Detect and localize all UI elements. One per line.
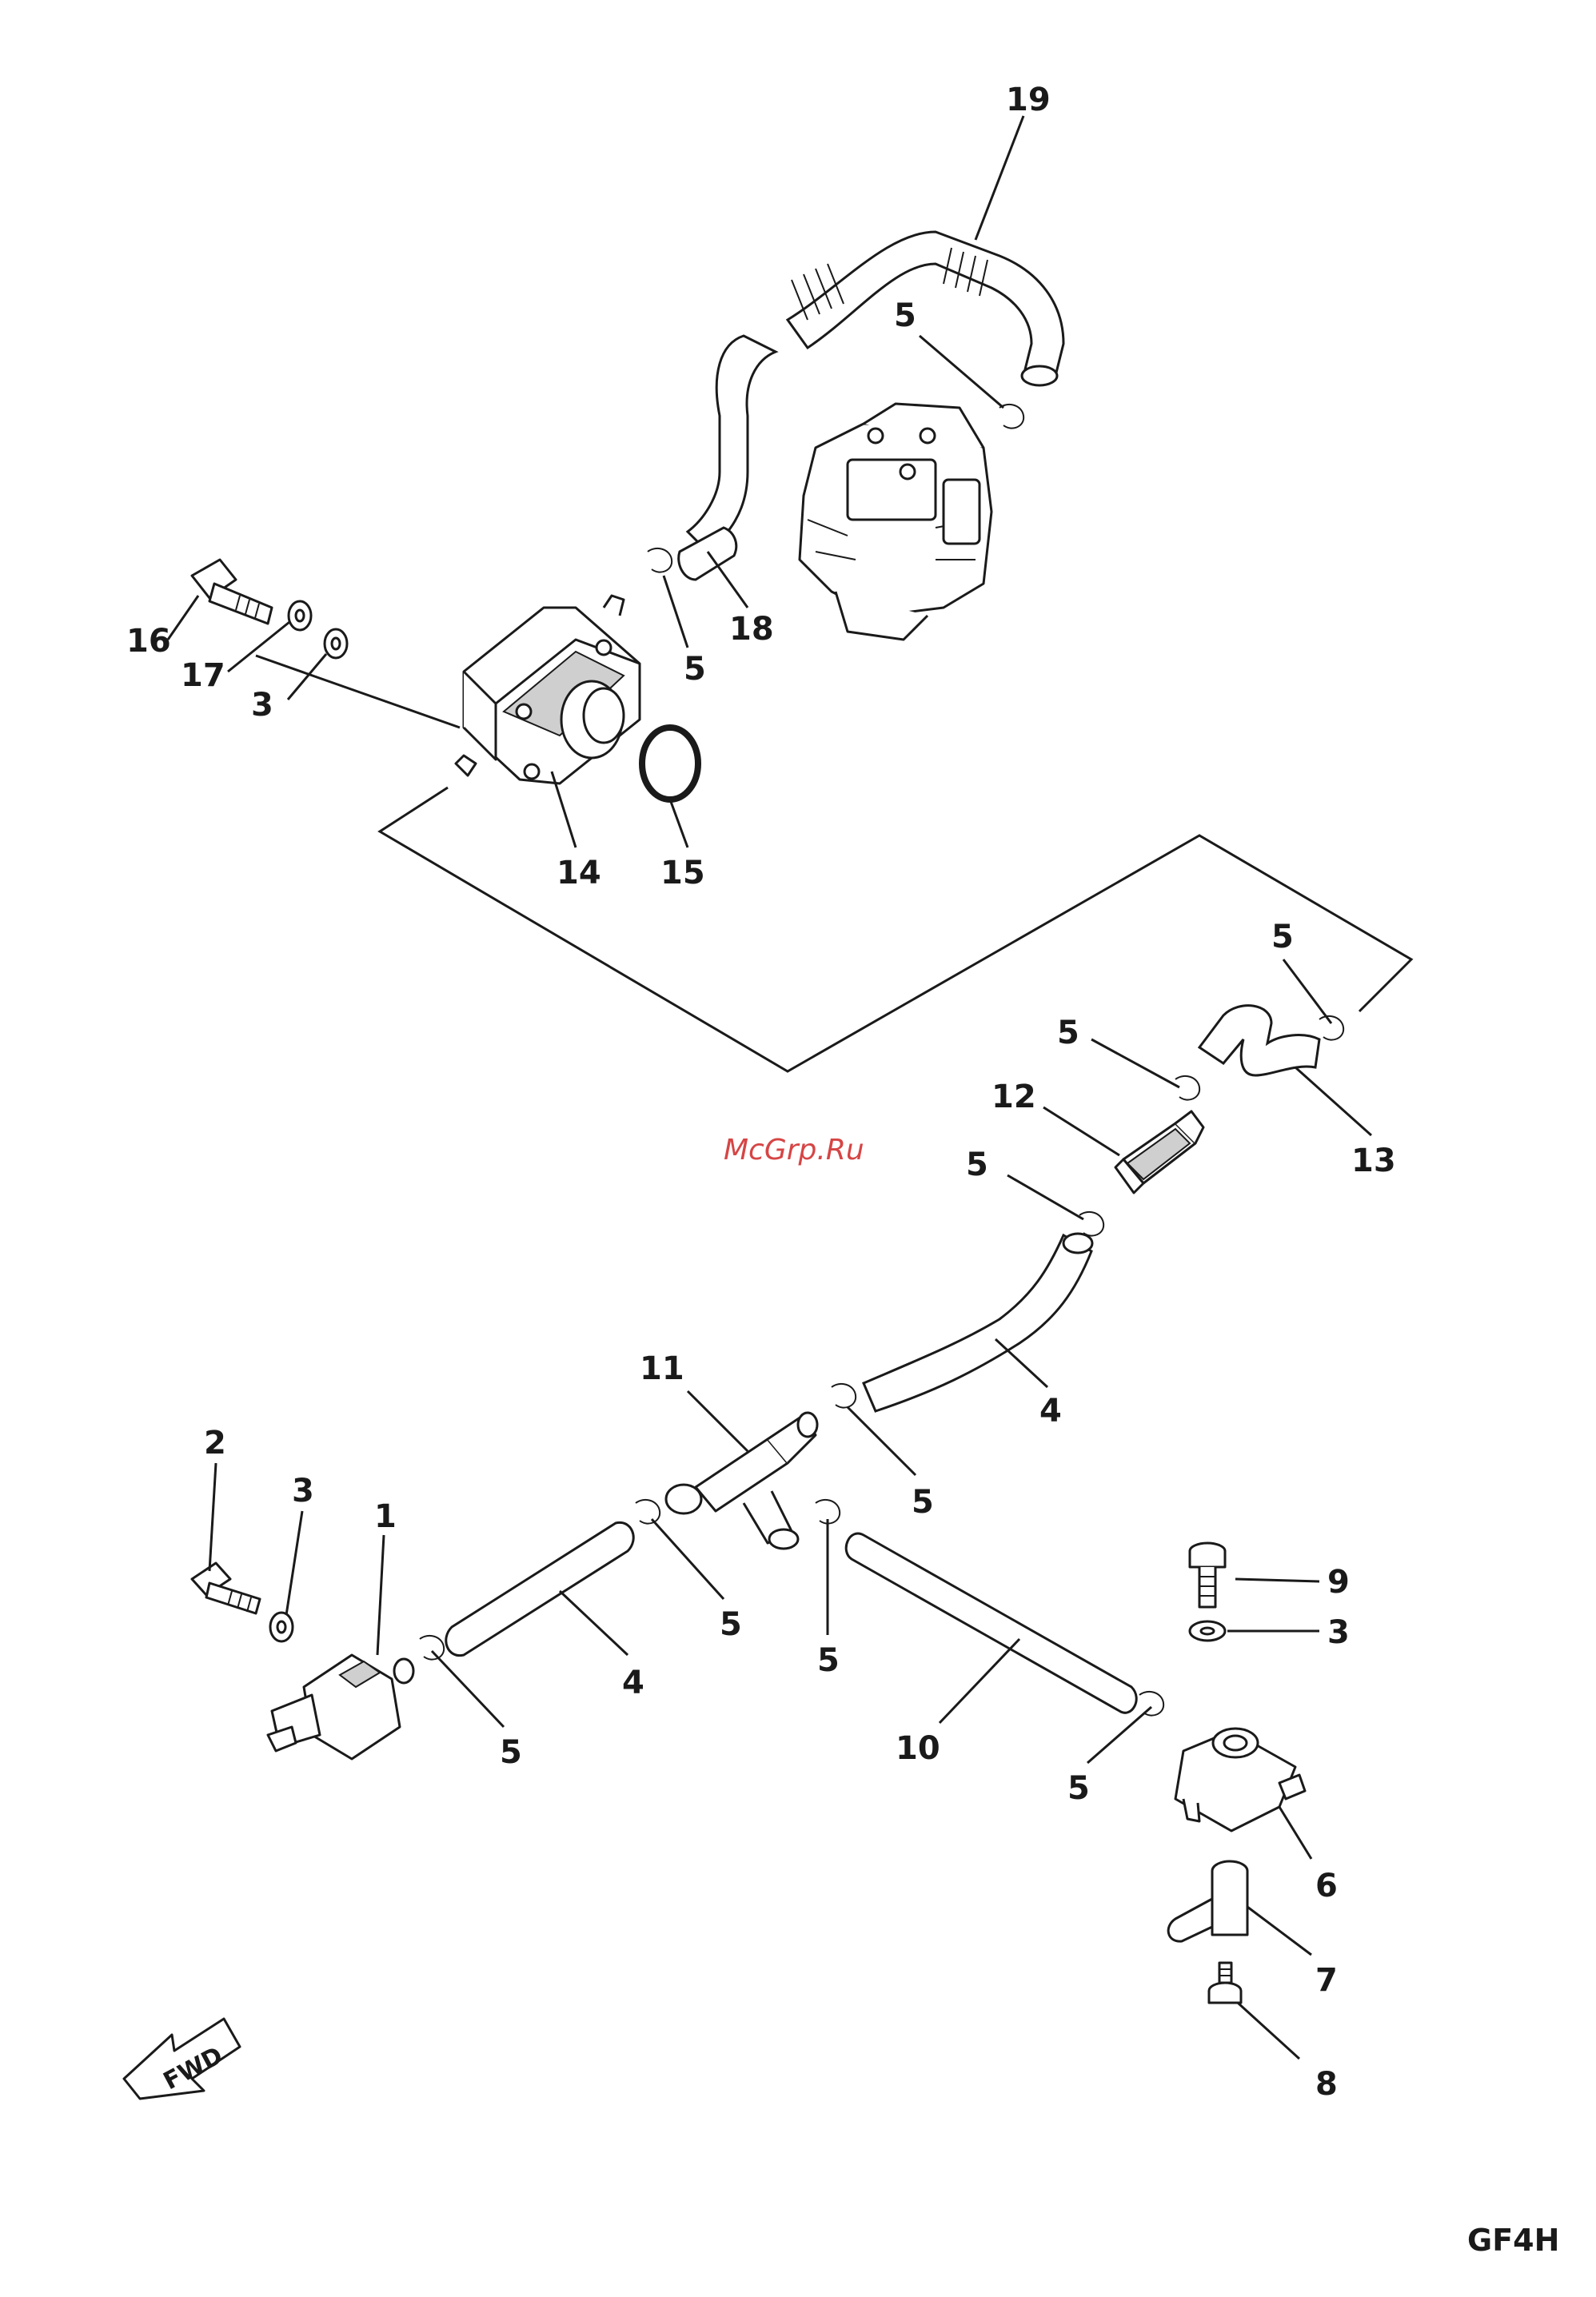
callout-5-pump: 5	[684, 651, 706, 688]
callout-16: 16	[126, 623, 171, 660]
callout-5-left: 5	[500, 1734, 522, 1771]
callout-1: 1	[374, 1498, 397, 1535]
callout-8: 8	[1315, 2066, 1338, 2103]
fuel-hose-4-upper	[864, 1234, 1092, 1411]
washer-3-pump	[325, 629, 347, 658]
screw-9	[1190, 1543, 1225, 1607]
hose-clip-5-tee-right	[832, 1384, 856, 1408]
callout-3-left: 3	[292, 1473, 314, 1509]
hose-clip-5-right	[1319, 1016, 1343, 1040]
washer-17	[289, 601, 311, 630]
callout-19: 19	[1006, 82, 1051, 118]
washer-3-right	[1190, 1621, 1225, 1641]
callout-3-right: 3	[1327, 1614, 1350, 1651]
bolt-2	[192, 1563, 260, 1613]
callout-13: 13	[1351, 1143, 1396, 1179]
callout-15: 15	[660, 855, 705, 891]
callout-5-tee-bottom: 5	[817, 1642, 840, 1679]
callout-10: 10	[896, 1730, 940, 1767]
hose-clip-5-tee-left	[636, 1500, 660, 1524]
fwd-arrow-icon: FWD	[124, 2019, 240, 2099]
callout-5-tee-left: 5	[720, 1606, 742, 1643]
callout-7: 7	[1315, 1962, 1338, 1999]
fuel-hose-18	[679, 528, 736, 580]
callout-4-upper: 4	[1039, 1393, 1062, 1430]
fuel-joint-1	[268, 1655, 413, 1759]
callout-3-pump: 3	[251, 687, 273, 724]
hose-clip-5-left	[420, 1636, 444, 1660]
hose-clip-5-cock	[1139, 1692, 1163, 1716]
callout-5-filter-bottom: 5	[966, 1147, 988, 1183]
tee-joint-11	[666, 1413, 817, 1549]
fuel-cock-lever-7	[1168, 1861, 1247, 1941]
callout-4-lower: 4	[622, 1665, 644, 1701]
callout-5-top: 5	[894, 297, 916, 334]
callout-2: 2	[204, 1425, 226, 1462]
fuel-filter-12	[1115, 1111, 1203, 1193]
washer-3-left	[270, 1613, 293, 1641]
fuel-hose-13	[1199, 1006, 1319, 1075]
callout-5-cock: 5	[1067, 1770, 1090, 1807]
callout-14: 14	[557, 855, 601, 891]
callout-12: 12	[992, 1079, 1036, 1115]
callout-5-tee-right: 5	[912, 1484, 934, 1521]
hose-clip-5-filter-bottom	[1079, 1212, 1103, 1236]
callout-11: 11	[640, 1350, 684, 1387]
callout-18: 18	[729, 611, 774, 648]
o-ring-15	[642, 728, 698, 800]
callout-5-right: 5	[1271, 919, 1294, 955]
callout-9: 9	[1327, 1564, 1350, 1601]
callout-5-filter-top: 5	[1057, 1015, 1079, 1051]
callout-17: 17	[181, 657, 225, 694]
fuel-hose-10	[846, 1533, 1136, 1713]
callout-6: 6	[1315, 1868, 1338, 1904]
bolt-16	[192, 560, 272, 624]
diagram-code: GF4H	[1467, 2223, 1559, 2258]
carburetor	[800, 404, 992, 640]
hose-clip-5-pump	[648, 548, 672, 572]
fuel-pump-14	[456, 596, 640, 784]
watermark: McGrp.Ru	[724, 1134, 864, 1166]
screw-8	[1209, 1963, 1241, 2003]
